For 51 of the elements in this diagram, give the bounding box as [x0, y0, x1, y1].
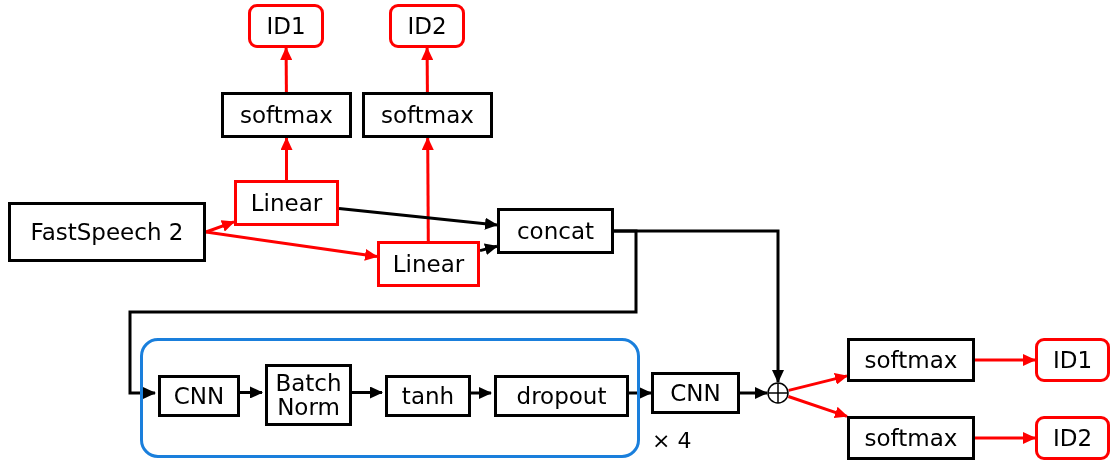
layer-box — [234, 180, 339, 226]
arrow — [975, 354, 1036, 366]
arrow — [338, 207, 498, 230]
layer-box — [651, 372, 740, 414]
layer-box — [497, 208, 614, 254]
layer-box — [221, 92, 352, 138]
repeat-count: × 4 — [652, 428, 692, 453]
sum-circle — [767, 382, 789, 404]
repeat-block-frame — [140, 338, 640, 458]
output-box — [389, 4, 465, 48]
arrow — [421, 47, 434, 92]
layer-label: CNN — [669, 380, 722, 406]
layer-box — [8, 202, 206, 262]
layer-label: dropout — [515, 383, 608, 409]
arrow — [205, 230, 378, 261]
layer-box — [362, 92, 493, 138]
layer-box — [265, 364, 352, 426]
layer-label: softmax — [380, 102, 475, 128]
layer-label: softmax — [239, 102, 334, 128]
layer-label: ID1 — [1051, 347, 1094, 373]
arrow — [128, 229, 638, 399]
layer-box — [377, 241, 480, 287]
arrow — [421, 137, 434, 241]
layer-box — [385, 375, 471, 417]
layer-label: ID1 — [265, 13, 307, 39]
output-box — [1035, 338, 1110, 382]
arrow — [479, 243, 498, 255]
arrow — [280, 137, 293, 180]
layer-label: Linear — [249, 190, 324, 216]
layer-label: ID2 — [1051, 425, 1094, 451]
output-box — [248, 4, 324, 48]
layer-label: softmax — [863, 347, 959, 373]
layer-label: tanh — [400, 383, 456, 409]
layer-box — [158, 375, 240, 417]
layer-box — [494, 375, 629, 417]
arrow — [280, 47, 293, 92]
layer-label: ID2 — [406, 13, 448, 39]
layer-label: concat — [515, 218, 596, 244]
arrow — [975, 432, 1036, 444]
arrow — [788, 372, 848, 392]
layer-label: softmax — [863, 425, 959, 451]
output-box — [1035, 416, 1110, 460]
layer-label: Linear — [391, 251, 466, 277]
arrow — [787, 395, 848, 419]
layer-box — [847, 416, 975, 460]
arrow — [740, 387, 768, 399]
layer-label: FastSpeech 2 — [29, 219, 185, 245]
layer-box — [847, 338, 975, 382]
arrow — [205, 220, 235, 234]
layer-label: Batch Norm — [274, 370, 343, 420]
layer-label: CNN — [172, 383, 226, 409]
